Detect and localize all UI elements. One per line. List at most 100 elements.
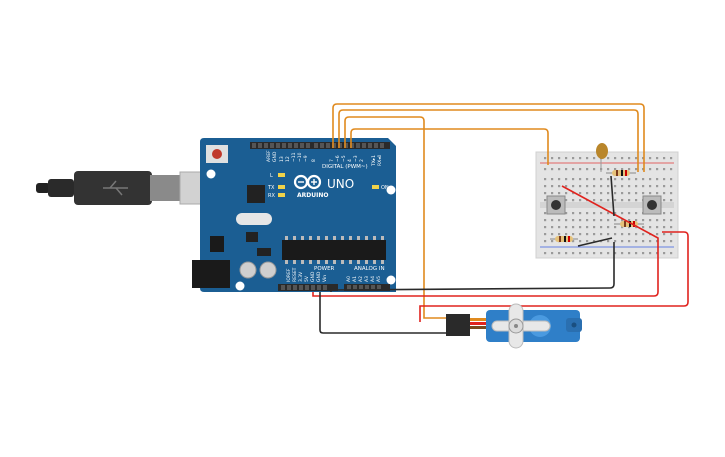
- reset-pin-label: RESET: [292, 267, 298, 282]
- breadboard-hole: [572, 178, 575, 181]
- microcontroller-chip: [282, 236, 386, 264]
- breadboard-hole: [565, 233, 568, 236]
- led-rx: [278, 193, 285, 197]
- breadboard-hole: [600, 199, 603, 202]
- breadboard-hole: [544, 185, 547, 188]
- breadboard-hole: [551, 178, 554, 181]
- arduino-uno-board[interactable]: AREF GND 13 12 ~11 ~10 ~9 8 7 ~6 ~5 4 ~3…: [192, 138, 396, 292]
- breadboard-hole: [670, 233, 673, 236]
- breadboard-hole: [600, 192, 603, 195]
- breadboard-hole: [663, 192, 666, 195]
- breadboard-hole: [649, 178, 652, 181]
- pushbutton-2[interactable]: [642, 195, 662, 215]
- breadboard-hole: [607, 233, 610, 236]
- breadboard-hole: [593, 212, 596, 215]
- breadboard-hole: [593, 157, 596, 160]
- breadboard-hole: [614, 233, 617, 236]
- wire-orange-4[interactable]: [350, 128, 549, 165]
- arduino-logo-icon: [293, 174, 322, 190]
- wire-orange-1[interactable]: [332, 103, 645, 172]
- breadboard-hole: [544, 252, 547, 255]
- pushbutton-1[interactable]: [546, 195, 566, 215]
- model-label: UNO: [327, 177, 354, 191]
- breadboard-hole: [607, 219, 610, 222]
- breadboard-hole: [579, 185, 582, 188]
- wire-orange-2[interactable]: [338, 109, 639, 172]
- breadboard-hole: [593, 226, 596, 229]
- breadboard-hole: [642, 185, 645, 188]
- photoresistor[interactable]: [596, 143, 608, 172]
- breadboard-hole: [607, 252, 610, 255]
- a1-label: A1: [352, 276, 358, 282]
- breadboard-hole: [579, 157, 582, 160]
- breadboard-hole: [572, 185, 575, 188]
- wire-black-3[interactable]: [577, 237, 613, 247]
- servo-motor[interactable]: [446, 303, 582, 349]
- breadboard-hole: [628, 192, 631, 195]
- breadboard-hole: [572, 219, 575, 222]
- breadboard-hole: [663, 178, 666, 181]
- pin-13-label: 13: [279, 156, 285, 162]
- breadboard-hole: [593, 233, 596, 236]
- breadboard-hole: [670, 226, 673, 229]
- breadboard-hole: [635, 157, 638, 160]
- breadboard-hole: [621, 178, 624, 181]
- breadboard-hole: [621, 219, 624, 222]
- breadboard-hole: [544, 157, 547, 160]
- resistor-3[interactable]: [550, 236, 578, 242]
- breadboard-hole: [558, 192, 561, 195]
- gnd-1-label: GND: [310, 271, 316, 282]
- breadboard-hole: [670, 212, 673, 215]
- led-l: [278, 173, 285, 177]
- breadboard-hole: [551, 219, 554, 222]
- wire-orange-3[interactable]: [344, 116, 452, 319]
- breadboard-hole: [649, 219, 652, 222]
- breadboard-hole: [635, 178, 638, 181]
- breadboard-hole: [642, 240, 645, 243]
- breadboard-hole: [628, 240, 631, 243]
- rx-pin-label: RX◂0: [377, 155, 383, 166]
- breadboard-hole: [614, 192, 617, 195]
- wire-red-2[interactable]: [419, 231, 689, 322]
- breadboard-hole: [558, 233, 561, 236]
- pin-2-label: 2: [359, 159, 365, 162]
- breadboard-hole: [565, 178, 568, 181]
- breadboard-hole: [593, 168, 596, 171]
- pin-5-label: ~5: [341, 155, 347, 162]
- breadboard-hole: [565, 168, 568, 171]
- resistor-1[interactable]: [606, 170, 636, 176]
- 3v3-label: 3.3V: [298, 271, 304, 282]
- breadboard-hole: [593, 185, 596, 188]
- wire-black-2[interactable]: [330, 242, 615, 292]
- breadboard-hole: [663, 199, 666, 202]
- pin-4-label: 4: [347, 159, 353, 162]
- breadboard-hole: [593, 199, 596, 202]
- pin-9-label: ~9: [303, 155, 309, 162]
- led-on: [372, 185, 379, 189]
- wire-black-1[interactable]: [319, 292, 452, 334]
- breadboard-hole: [586, 240, 589, 243]
- breadboard-hole: [635, 168, 638, 171]
- analog-in-label: ANALOG IN: [354, 266, 385, 272]
- breadboard-hole: [670, 185, 673, 188]
- breadboard-hole: [544, 192, 547, 195]
- breadboard-hole: [635, 252, 638, 255]
- breadboard-hole: [621, 212, 624, 215]
- breadboard-hole: [670, 219, 673, 222]
- wire-red-1[interactable]: [312, 185, 659, 297]
- breadboard-hole: [579, 178, 582, 181]
- usb-cable[interactable]: [36, 171, 229, 205]
- breadboard-hole: [600, 219, 603, 222]
- breadboard-hole: [614, 185, 617, 188]
- breadboard-hole: [579, 219, 582, 222]
- breadboard-hole: [628, 252, 631, 255]
- breadboard-hole: [579, 252, 582, 255]
- breadboard-hole: [628, 212, 631, 215]
- servo-horn[interactable]: [491, 303, 551, 349]
- breadboard-hole: [593, 252, 596, 255]
- breadboard-hole: [579, 192, 582, 195]
- led-l-label: L: [270, 173, 273, 179]
- wire-black-4[interactable]: [610, 175, 615, 217]
- breadboard-hole: [621, 233, 624, 236]
